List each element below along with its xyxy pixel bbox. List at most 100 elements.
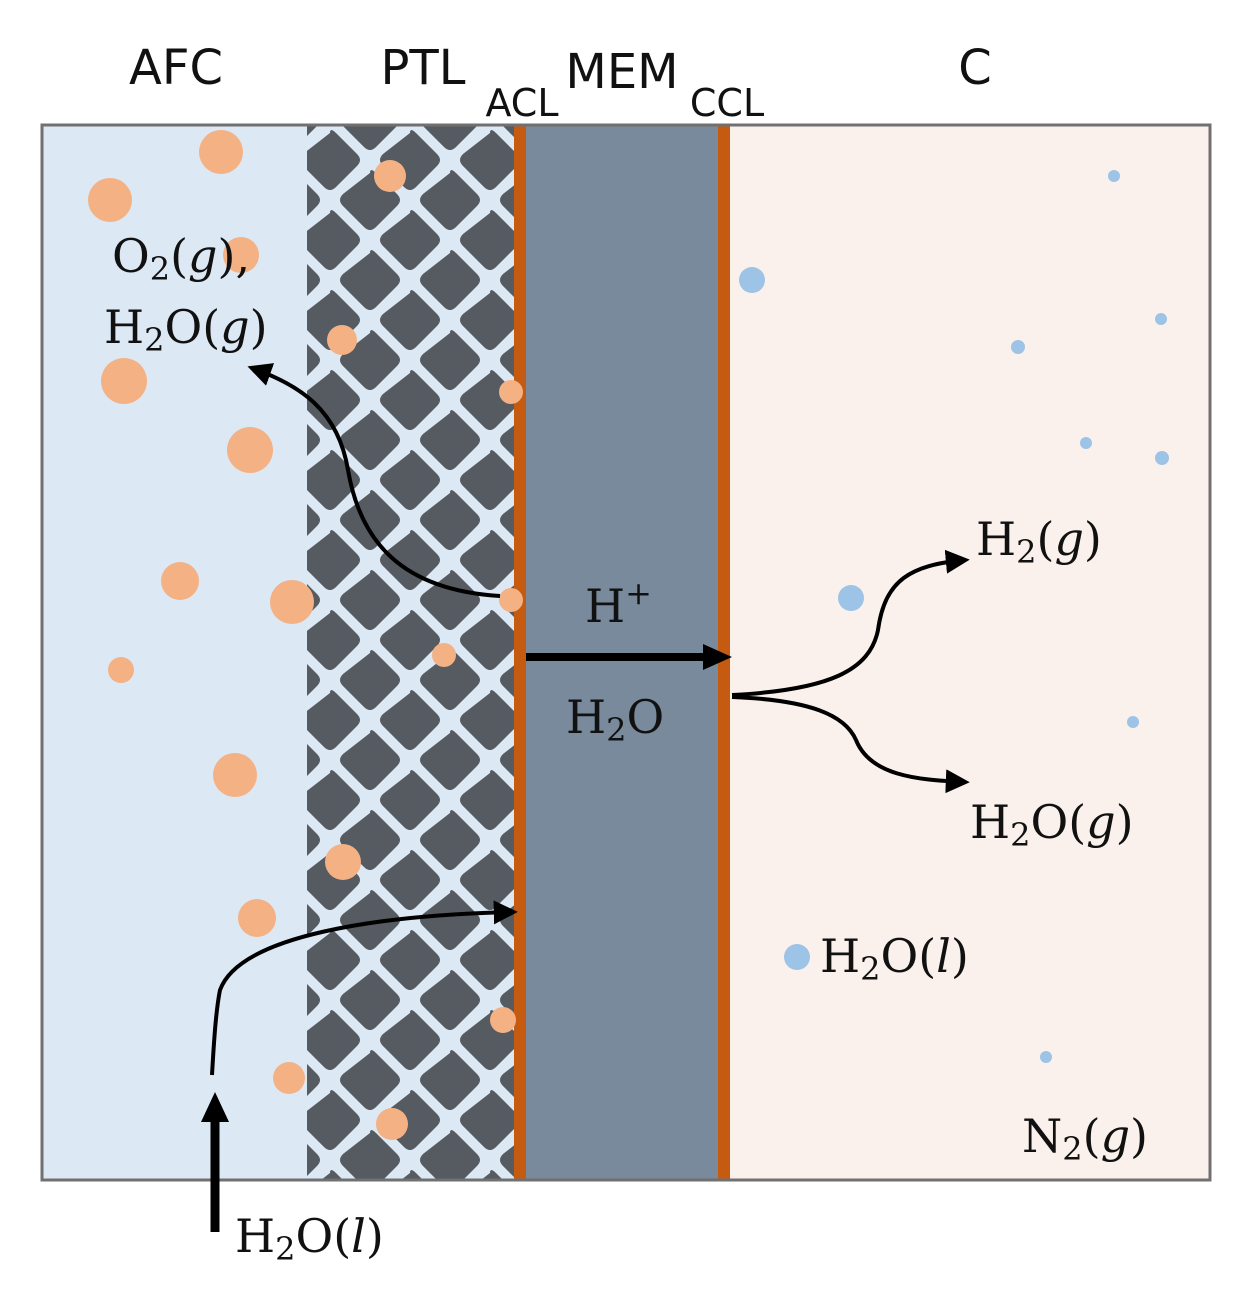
ptl-diamond	[307, 424, 320, 456]
ptl-diamond	[380, 290, 440, 350]
ptl-diamond	[460, 610, 515, 670]
ptl-diamond	[380, 450, 440, 510]
hydrogen-bubbles	[739, 170, 1169, 1063]
ptl-diamond	[307, 344, 320, 376]
hydrogen-exit-arrow	[731, 549, 970, 697]
ptl-diamond	[307, 1090, 360, 1150]
water-inlet-arrowhead	[201, 1092, 229, 1122]
label-h2o-gas-anode: H2O(g)	[104, 300, 268, 359]
membrane	[522, 125, 720, 1180]
ptl-diamond	[500, 424, 515, 458]
hydrogen-bubble	[739, 267, 765, 293]
ptl-diamond	[420, 890, 480, 950]
ptl-diamond	[580, 1210, 640, 1270]
ptl-diamond	[340, 570, 400, 630]
ptl-diamond	[307, 904, 320, 936]
ptl-diamond	[307, 984, 320, 1016]
region-label-ccl: CCL	[690, 81, 764, 125]
hydrogen-bubble	[1155, 451, 1169, 465]
oxygen-bubble	[88, 178, 132, 222]
label-proton: H+	[585, 574, 652, 633]
ptl-diamond	[420, 330, 480, 390]
ptl-diamond	[380, 610, 440, 670]
ptl-diamond	[500, 344, 515, 378]
region-label-mem: MEM	[565, 44, 678, 100]
ptl-diamond	[460, 930, 515, 990]
ptl-diamond	[460, 1090, 515, 1150]
ptl-diamond	[420, 650, 480, 710]
ptl-diamond	[307, 184, 320, 216]
ptl-diamond	[500, 504, 515, 538]
water-to-acl-arrow	[210, 900, 518, 1076]
oxygen-bubble	[227, 427, 273, 473]
proton-transport-arrowhead	[703, 644, 732, 670]
ptl-diamond	[380, 770, 440, 830]
ptl-diamond	[307, 744, 320, 776]
ptl-diamond	[307, 770, 360, 830]
ptl-diamond	[422, 125, 478, 150]
ptl-diamond	[307, 210, 360, 270]
ptl-diamond	[340, 970, 400, 1030]
ptl-diamond	[500, 264, 515, 298]
ptl-diamond	[500, 664, 515, 698]
ptl-diamond	[307, 504, 320, 536]
region-label-c: C	[958, 40, 992, 96]
oxygen-bubble	[238, 899, 276, 937]
ptl-diamond	[307, 664, 320, 696]
oxygen-bubble	[108, 657, 134, 683]
ptl-diamond	[180, 1210, 240, 1270]
ptl-diamond	[307, 1144, 320, 1176]
oxygen-bubble	[101, 358, 147, 404]
oxygen-bubble	[499, 588, 523, 612]
ptl-diamond	[340, 490, 400, 550]
ptl-diamond	[307, 530, 360, 590]
region-label-ptl: PTL	[380, 40, 465, 96]
label-o2-gas: O2(g),	[112, 229, 250, 288]
ptl-diamond	[307, 690, 360, 750]
ptl-diamond	[420, 1050, 480, 1110]
hydrogen-bubble	[1011, 340, 1025, 354]
oxygen-bubble	[490, 1007, 516, 1033]
ptl-diamond	[460, 690, 515, 750]
oxygen-bubble	[161, 562, 199, 600]
ptl-diamond	[420, 250, 480, 310]
oxygen-bubble	[499, 380, 523, 404]
ptl-diamond	[307, 1064, 320, 1096]
oxygen-bubble	[432, 643, 456, 667]
ptl-diamond	[380, 530, 440, 590]
ptl-diamond	[342, 125, 398, 150]
ptl-diamond	[321, 1170, 343, 1180]
ptl-diamond	[500, 744, 515, 778]
ptl-diamond	[460, 850, 515, 910]
cell-frame	[40, 123, 1212, 1182]
ptl-diamond	[540, 1250, 600, 1297]
ptl-diamond	[500, 1210, 560, 1270]
hydrogen-bubble	[1108, 170, 1120, 182]
label-n2-gas: N2(g)	[1022, 1109, 1148, 1168]
ptl-diamond	[500, 984, 515, 1018]
hydrogen-bubble	[784, 944, 810, 970]
ptl-diamond	[340, 650, 400, 710]
hydrogen-bubble	[1155, 313, 1167, 325]
cathode-catalyst-layer	[718, 125, 730, 1180]
ptl-diamond	[420, 970, 480, 1030]
ptl-diamond	[460, 530, 515, 590]
ptl-diamond	[420, 170, 480, 230]
ptl-diamond	[340, 730, 400, 790]
oxygen-bubble	[270, 580, 314, 624]
oxygen-bubble	[213, 753, 257, 797]
ptl-diamond	[460, 130, 515, 190]
ptl-diamond	[307, 824, 320, 856]
ptl-diamond	[307, 930, 360, 990]
ptl-diamond	[420, 1210, 480, 1270]
ptl-diamond	[481, 1170, 503, 1180]
label-h2o-liquid-cathode: H2O(l)	[820, 929, 969, 988]
hydrogen-bubble	[838, 585, 864, 611]
ptl-diamond	[340, 410, 400, 470]
ptl-diamond	[307, 125, 318, 136]
ptl-diamond	[460, 370, 515, 430]
ptl-diamond	[380, 930, 440, 990]
oxygen-exit-arrow	[247, 363, 501, 598]
ptl-diamond	[420, 1130, 480, 1180]
